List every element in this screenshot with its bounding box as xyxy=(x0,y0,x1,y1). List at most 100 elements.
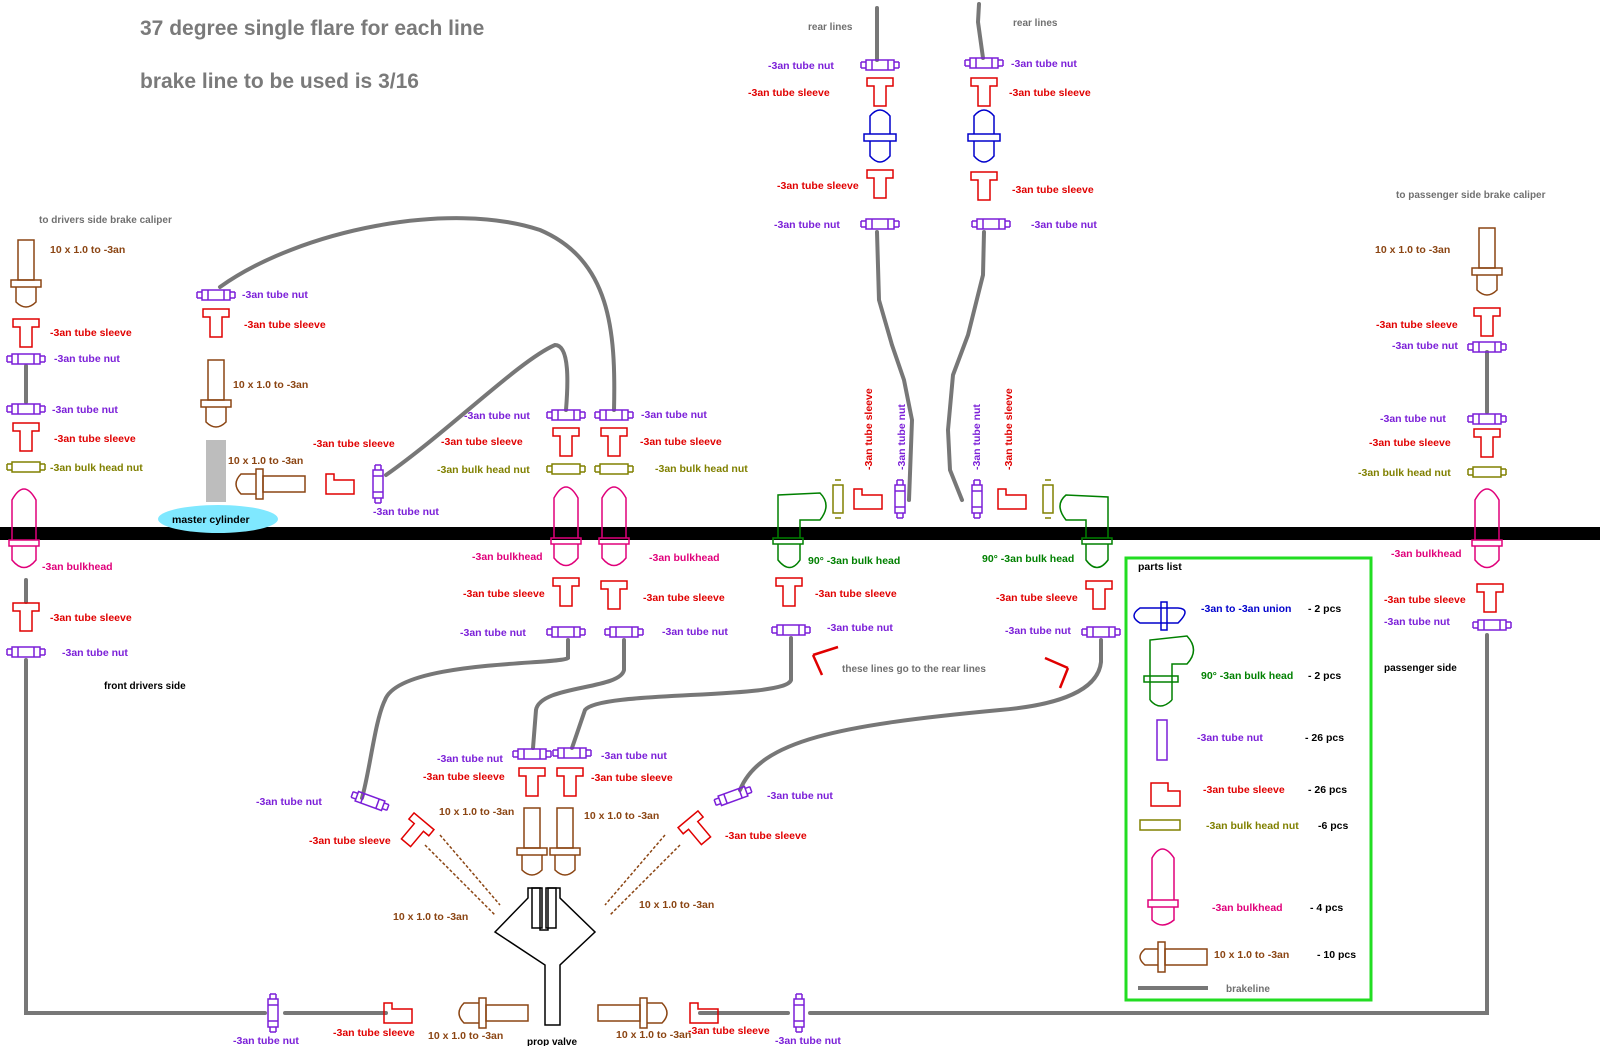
drivers-sleeve-3: -3an tube sleeve xyxy=(50,612,132,624)
rear-lines-label-right: rear lines xyxy=(1013,18,1058,29)
passenger-sleeve-1: -3an tube sleeve xyxy=(1376,319,1458,331)
bulkhead-icon xyxy=(1151,848,1175,900)
pv-adapter-left: 10 x 1.0 to -3an xyxy=(439,806,514,818)
fc-left-nut-top: -3an tube nut xyxy=(464,410,530,422)
fc-right-bulk-nut: -3an bulk head nut xyxy=(655,463,748,475)
prop-valve-label: prop valve xyxy=(527,1037,577,1046)
master-cylinder-label: master cylinder xyxy=(172,514,250,526)
ninety-left-sleeve-rotated: -3an tube sleeve xyxy=(863,388,875,470)
prop-valve xyxy=(267,747,805,1033)
ninety-left-sleeve: -3an tube sleeve xyxy=(815,588,897,600)
drivers-adapter-label: 10 x 1.0 to -3an xyxy=(50,244,125,256)
pv-adapter-right: 10 x 1.0 to -3an xyxy=(584,810,659,822)
rear-right-sleeve-top: -3an tube sleeve xyxy=(1009,87,1091,99)
drivers-bulkhead: -3an bulkhead xyxy=(42,561,113,573)
fc-right-sleeve-top: -3an tube sleeve xyxy=(640,436,722,448)
front-drivers-side-label: front drivers side xyxy=(104,681,186,692)
bottom-adapter-right: 10 x 1.0 to -3an xyxy=(616,1029,691,1041)
rear-note-arrows xyxy=(811,645,1070,689)
drivers-bulk-nut: -3an bulk head nut xyxy=(50,462,143,474)
parts-list-brakeline-label: brakeline xyxy=(1226,984,1270,995)
mc-adapter-horizontal: 10 x 1.0 to -3an xyxy=(228,455,303,467)
parts-list-item-qty: - 4 pcs xyxy=(1310,902,1343,914)
pv-nut-angled-right: -3an tube nut xyxy=(767,790,833,802)
drivers-sleeve-2: -3an tube sleeve xyxy=(54,433,136,445)
fc-left-bulkhead: -3an bulkhead xyxy=(472,551,543,563)
ninety-right-sleeve: -3an tube sleeve xyxy=(996,592,1078,604)
rear-note-label: these lines go to the rear lines xyxy=(842,664,986,675)
passenger-nut-2: -3an tube nut xyxy=(1380,413,1446,425)
front-center-stacks xyxy=(546,409,644,638)
to-passenger-caliper-label: to passenger side brake caliper xyxy=(1396,190,1546,201)
parts-list-item-qty: - 26 pcs xyxy=(1305,732,1344,744)
parts-list-item-name: -3an tube sleeve xyxy=(1203,784,1285,796)
parts-list-item-qty: -6 pcs xyxy=(1318,820,1349,832)
bottom-nut-right: -3an tube nut xyxy=(775,1035,841,1046)
passenger-bulk-nut: -3an bulk head nut xyxy=(1358,467,1451,479)
parts-list-panel: parts list -3an to -3an union - 2 pcs 90° … xyxy=(1124,556,1373,1002)
diagram-title: 37 degree single flare for each line xyxy=(140,17,484,40)
ninety-left-nut: -3an tube nut xyxy=(827,622,893,634)
ninety-right-nut-rotated: -3an tube nut xyxy=(971,404,983,470)
parts-list-item-name: -3an tube nut xyxy=(1197,732,1263,744)
fc-right-nut-top: -3an tube nut xyxy=(641,409,707,421)
bulk-head-nut-icon xyxy=(1139,819,1181,831)
fc-right-nut-bottom: -3an tube nut xyxy=(662,626,728,638)
bottom-sleeve-left: -3an tube sleeve xyxy=(333,1027,415,1039)
bottom-nut-left: -3an tube nut xyxy=(233,1035,299,1046)
to-drivers-caliper-label: to drivers side brake caliper xyxy=(39,215,172,226)
parts-list-item-qty: - 10 pcs xyxy=(1317,949,1356,961)
rear-left-stack xyxy=(860,59,900,230)
brake-lines xyxy=(24,2,1489,1015)
bottom-adapter-left: 10 x 1.0 to -3an xyxy=(428,1030,503,1042)
parts-list-item-qty: - 26 pcs xyxy=(1308,784,1347,796)
parts-list-item-name: -3an bulkhead xyxy=(1212,902,1283,914)
rear-right-sleeve-bottom: -3an tube sleeve xyxy=(1012,184,1094,196)
parts-list-item-qty: - 2 pcs xyxy=(1308,603,1341,615)
drivers-nut-3: -3an tube nut xyxy=(62,647,128,659)
parts-list-title: parts list xyxy=(1138,561,1182,573)
rear-right-nut-top: -3an tube nut xyxy=(1011,58,1077,70)
passenger-adapter-label: 10 x 1.0 to -3an xyxy=(1375,244,1450,256)
rear-right-nut-bottom: -3an tube nut xyxy=(1031,219,1097,231)
diagram-subtitle: brake line to be used is 3/16 xyxy=(140,70,419,93)
mc-adapter-vertical: 10 x 1.0 to -3an xyxy=(233,379,308,391)
parts-list-item-qty: - 2 pcs xyxy=(1308,670,1341,682)
fc-left-sleeve-top: -3an tube sleeve xyxy=(441,436,523,448)
fc-right-sleeve-bottom: -3an tube sleeve xyxy=(643,592,725,604)
parts-list-item-name: 90° -3an bulk head xyxy=(1201,670,1293,682)
fc-left-sleeve-bottom: -3an tube sleeve xyxy=(463,588,545,600)
drivers-sleeve-1: -3an tube sleeve xyxy=(50,327,132,339)
passenger-caliper-stack xyxy=(1467,227,1512,631)
passenger-sleeve-2: -3an tube sleeve xyxy=(1369,437,1451,449)
rear-right-stack xyxy=(964,57,1011,230)
ninety-left xyxy=(771,479,906,636)
adapter-icon xyxy=(1164,948,1208,966)
rear-left-nut-bottom: -3an tube nut xyxy=(774,219,840,231)
parts-list-item-name: -3an to -3an union xyxy=(1201,603,1291,615)
tube-sleeve-icon xyxy=(1150,782,1181,807)
ninety-right-nut: -3an tube nut xyxy=(1005,625,1071,637)
ninety-left-nut-rotated: -3an tube nut xyxy=(896,404,908,470)
pv-sleeve-right: -3an tube sleeve xyxy=(591,772,673,784)
parts-list-item-name: 10 x 1.0 to -3an xyxy=(1214,949,1289,961)
mc-nut-side: -3an tube nut xyxy=(373,506,439,518)
pv-nut-left: -3an tube nut xyxy=(437,753,503,765)
pv-sleeve-left: -3an tube sleeve xyxy=(423,771,505,783)
rear-left-nut-top: -3an tube nut xyxy=(768,60,834,72)
passenger-side-label: passenger side xyxy=(1384,663,1457,674)
mc-nut-top: -3an tube nut xyxy=(242,289,308,301)
fc-right-bulkhead: -3an bulkhead xyxy=(649,552,720,564)
rear-left-sleeve-top: -3an tube sleeve xyxy=(748,87,830,99)
passenger-bulkhead: -3an bulkhead xyxy=(1391,548,1462,560)
mc-sleeve-top: -3an tube sleeve xyxy=(244,319,326,331)
drivers-nut-2: -3an tube nut xyxy=(52,404,118,416)
bottom-sleeve-right: -3an tube sleeve xyxy=(688,1025,770,1037)
fc-left-nut-bottom: -3an tube nut xyxy=(460,627,526,639)
pv-adapter-diag-left: 10 x 1.0 to -3an xyxy=(393,911,468,923)
drivers-nut-1: -3an tube nut xyxy=(54,353,120,365)
passenger-nut-3: -3an tube nut xyxy=(1384,616,1450,628)
union-icon xyxy=(1133,607,1186,624)
